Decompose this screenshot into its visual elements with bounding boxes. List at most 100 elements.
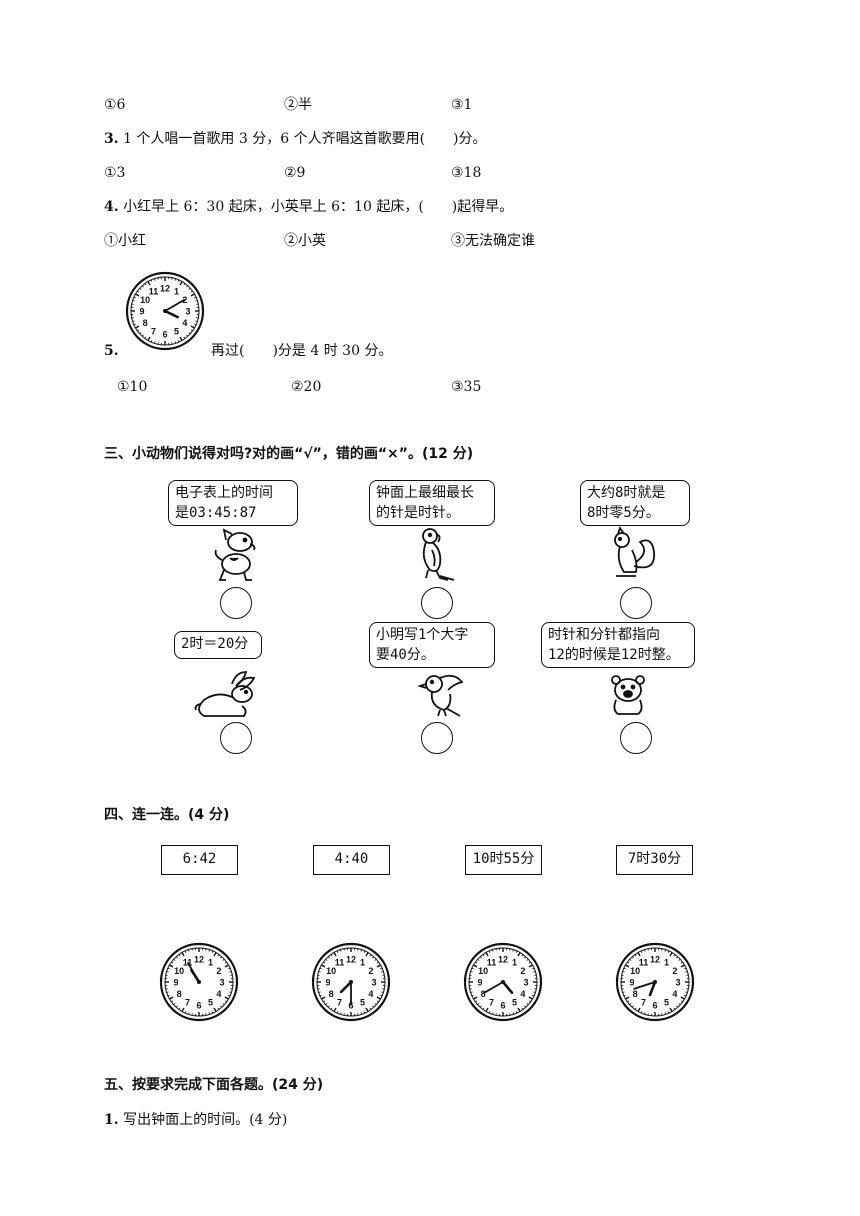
clock-tick [515,1011,518,1014]
clock-tick [194,323,197,326]
clock-number: 1 [208,958,213,968]
clock-tick [139,332,142,335]
clock-tick [634,1007,637,1010]
clock-tick [211,950,214,953]
clock-center [163,309,167,313]
clock-tick [166,991,169,993]
clock-tick [684,994,687,997]
clock-tick [190,325,195,329]
bubble-text: 的针是时针。 [376,505,460,521]
clock-tick [376,964,381,968]
answer-circle-6[interactable] [620,722,652,754]
clock-tick [634,954,637,957]
clock-tick [177,340,180,343]
clock-tick [363,1011,366,1014]
clock-number: 9 [477,978,482,988]
clock-tick [333,1007,337,1012]
clock-tick [372,1005,375,1008]
answer-circle-2[interactable] [421,587,453,619]
clock-tick [333,952,337,957]
answer-circle-1[interactable] [220,587,252,619]
answer-circle-3[interactable] [620,587,652,619]
bubble-text: 钟面上最细最长 [376,485,474,501]
clock-tick [667,1011,670,1014]
bubble-text: 8时零5分。 [587,505,660,521]
clock-tick [470,971,473,973]
clock-number: 5 [664,997,669,1007]
answer-circle-4[interactable] [220,722,252,754]
clock-tick [325,958,328,961]
clock-number: 3 [185,307,190,317]
clock-number: 7 [151,326,156,336]
clock-tick [627,1000,630,1003]
clock-tick [183,283,186,286]
clock-tick [676,1005,679,1008]
answer-circle-5[interactable] [421,722,453,754]
clock-tick [640,950,643,953]
clock-tick [184,1011,187,1014]
clock-tick [533,971,536,973]
section-5-question-1: 1. 写出钟面上的时间。(4 分) [104,1111,287,1129]
clock-tick [144,336,147,339]
clock-tick [186,285,189,288]
clock-tick [685,991,688,993]
q4-option-3: ③无法确定谁 [451,233,535,249]
clock-tick [183,336,186,339]
clock-number: 3 [675,978,680,988]
q2-option-1: ①6 [104,97,126,113]
clock-tick [181,952,185,957]
clock-tick [171,961,174,964]
time-box-1[interactable]: 6:42 [161,845,238,875]
clock-tick [623,967,626,970]
clock-number: 1 [174,287,179,297]
clock-tick [321,996,326,1000]
clock-tick [208,1012,210,1015]
clock-tick [323,1000,326,1003]
clock-center [653,980,657,984]
clock-tick [178,1007,181,1010]
clock-tick [380,994,383,997]
clock-tick [188,332,191,335]
clock-tick [479,956,482,959]
clock-tick [190,293,195,297]
bubble-text: 要40分。 [376,647,435,663]
clock-tick [644,949,646,952]
clock-tick [217,1007,220,1010]
clock-number: 1 [664,958,669,968]
minute-hand [483,981,504,994]
clock-tick [319,967,322,970]
clock-tick [622,971,625,973]
hour-hand [648,980,657,997]
clock-number: 11 [149,287,159,297]
clock-tick [376,996,381,1000]
clock-tick [512,1012,514,1015]
time-box-2[interactable]: 4:40 [313,845,390,875]
q5-option-1: ①10 [117,379,148,395]
clock-number: 3 [371,978,376,988]
clock-tick [213,1007,217,1012]
time-box-3[interactable]: 10时55分 [465,845,542,875]
clock-center [349,980,353,984]
clock-number: 6 [196,1001,201,1011]
clock-tick [482,954,485,957]
clock-tick [475,961,478,964]
clock-tick [360,949,362,952]
clock-number: 7 [641,997,646,1007]
clock-tick [380,967,383,970]
clock-tick [669,952,673,957]
clock-tick [365,952,369,957]
clock-number: 3 [523,978,528,988]
clock-tick [195,320,198,322]
clock-tick [213,952,217,957]
clock-tick [521,954,524,957]
clock-number: 10 [174,966,184,976]
dog-icon [214,528,256,581]
bubble-text: 大约8时就是 [587,485,666,501]
time-box-4[interactable]: 7时30分 [616,845,693,875]
question-number: 1. [104,1112,119,1128]
clock-tick [147,336,151,341]
